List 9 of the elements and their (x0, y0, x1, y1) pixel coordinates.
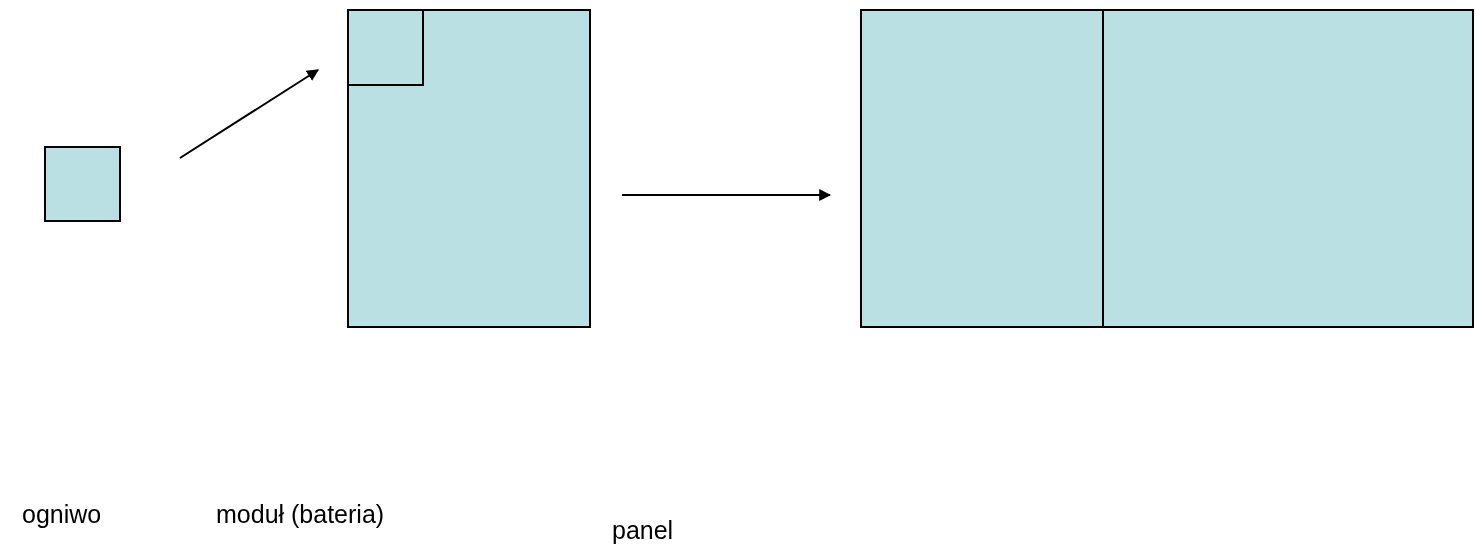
cell-square (347, 9, 424, 86)
module-rectangle (347, 9, 591, 328)
caption-label: panel (612, 518, 674, 543)
caption-label: ogniwo (22, 502, 102, 527)
panel-rectangle (860, 9, 1474, 328)
caption-label: moduł (bateria) (216, 502, 385, 527)
cell-square (44, 146, 121, 222)
arrow (621, 189, 832, 201)
arrow (179, 69, 319, 159)
